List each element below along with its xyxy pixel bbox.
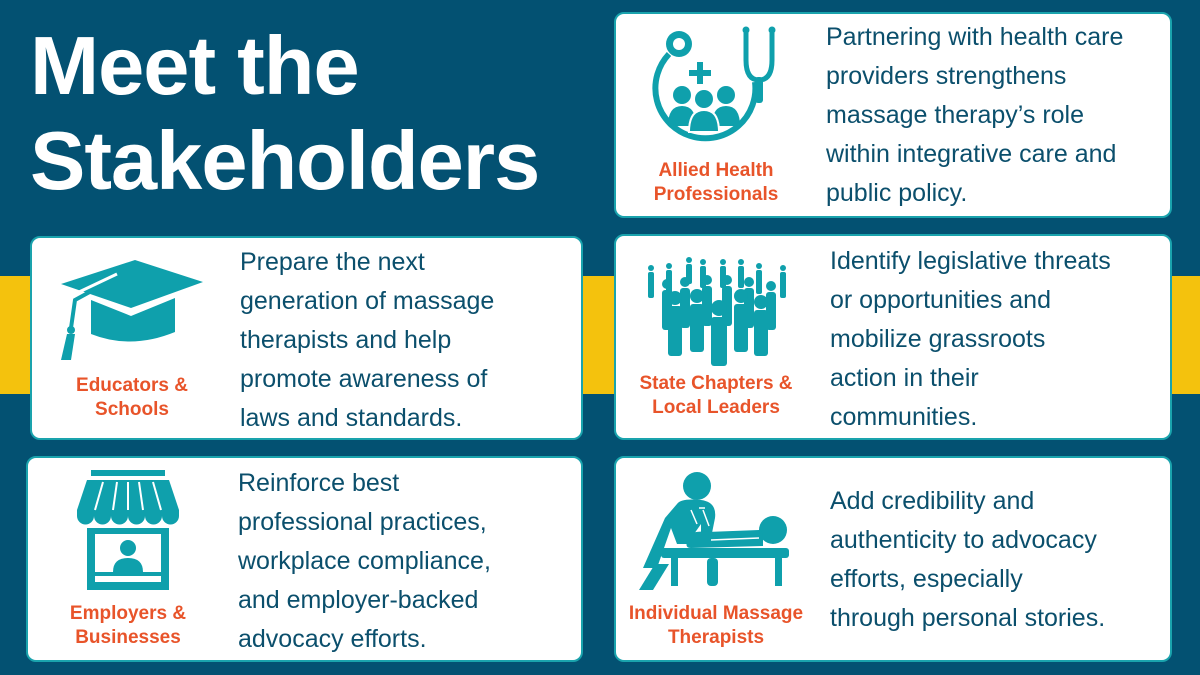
stakeholder-card-employers: Employers & Businesses Reinforce best pr… [26,456,583,662]
desc-line: promote awareness of [240,365,488,393]
desc-line: Reinforce best [238,469,400,497]
label-line-2: Schools [95,399,169,420]
desc-line: Add credibility and [830,487,1035,515]
stakeholder-label: Employers & Businesses [28,602,228,650]
graduation-cap-icon [61,260,203,360]
desc-line: workplace compliance, [238,547,491,575]
massage-table-icon [639,472,789,590]
desc-line: providers strengthens [826,62,1067,90]
desc-line: within integrative care and [826,140,1117,168]
desc-line: through personal stories. [830,604,1106,632]
label-line-2: Professionals [653,184,779,205]
desc-line: Prepare the next [240,248,425,276]
storefront-icon [77,470,179,590]
desc-line: advocacy efforts. [238,625,427,653]
desc-line: generation of massage [240,287,495,315]
label-line-1: Allied Health [658,160,774,181]
desc-line: efforts, especially [830,565,1023,593]
icon-area: Educators & Schools [32,238,232,438]
stakeholder-card-educators: Educators & Schools Prepare the next gen… [30,236,583,440]
stakeholder-card-allied-health: Allied Health Professionals Partnering w… [614,12,1172,218]
page-title: Meet the Stakeholders [30,18,540,208]
desc-line: authenticity to advocacy [830,526,1097,554]
icon-area: Employers & Businesses [28,458,228,660]
title-line-2: Stakeholders [30,114,540,207]
label-line-1: Individual Massage [628,603,804,624]
desc-line: public policy. [826,179,968,207]
title-line-1: Meet the [30,19,360,112]
desc-line: professional practices, [238,508,487,536]
stakeholder-label: Educators & Schools [32,374,232,422]
stakeholder-card-state-chapters: State Chapters & Local Leaders Identify … [614,234,1172,440]
label-line-2: Businesses [75,627,181,648]
label-line-1: Educators & [76,375,188,396]
icon-area: Individual Massage Therapists [616,458,816,660]
desc-line: Partnering with health care [826,23,1124,51]
label-line-2: Therapists [667,627,765,648]
crowd-icon [648,257,786,366]
icon-area: State Chapters & Local Leaders [616,236,816,438]
stakeholder-card-massage-therapists: Individual Massage Therapists Add credib… [614,456,1172,662]
desc-line: or opportunities and [830,286,1051,314]
label-line-1: State Chapters & [639,373,793,394]
desc-line: mobilize grassroots [830,325,1046,353]
icon-area: Allied Health Professionals [616,14,816,216]
stakeholder-description: Prepare the next generation of massage t… [240,243,494,438]
stakeholder-description: Reinforce best professional practices, w… [238,464,491,659]
desc-line: Identify legislative threats [830,247,1111,275]
desc-line: laws and standards. [240,404,463,432]
stakeholder-description: Identify legislative threats or opportun… [830,242,1111,437]
desc-line: massage therapy’s role [826,101,1085,129]
stakeholder-label: Individual Massage Therapists [616,602,816,650]
label-line-2: Local Leaders [652,397,780,418]
stakeholder-description: Partnering with health care providers st… [826,18,1123,213]
stethoscope-people-icon [652,26,776,142]
desc-line: communities. [830,403,978,431]
label-line-1: Employers & [69,603,187,624]
desc-line: and employer-backed [238,586,479,614]
desc-line: action in their [830,364,979,392]
stakeholder-description: Add credibility and authenticity to advo… [830,482,1105,638]
stakeholder-label: Allied Health Professionals [616,159,816,207]
desc-line: therapists and help [240,326,452,354]
stakeholder-label: State Chapters & Local Leaders [616,372,816,420]
